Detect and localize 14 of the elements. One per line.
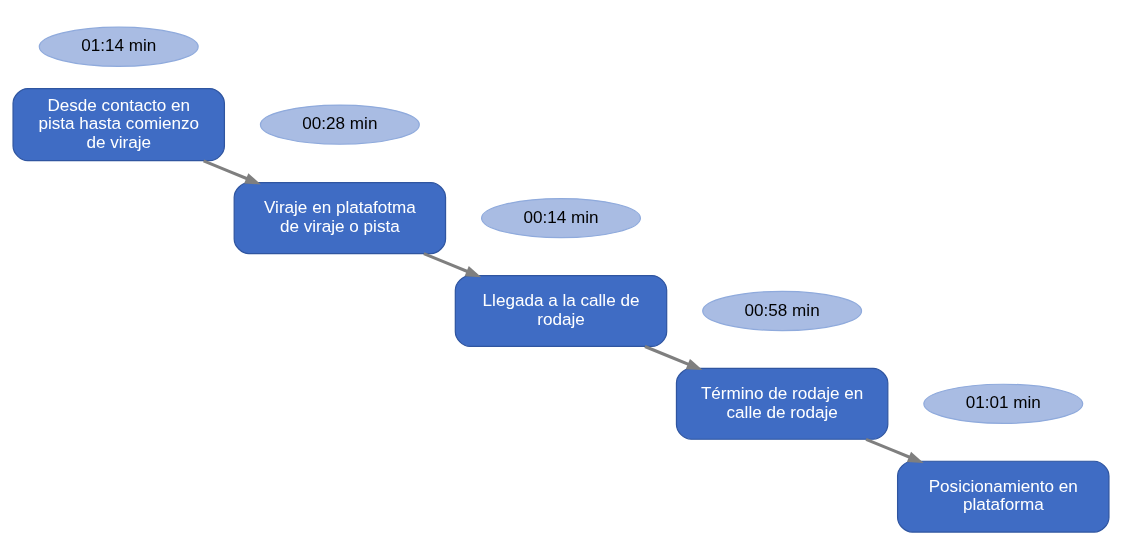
node-ellipse: 00:28 min	[259, 103, 420, 145]
node-ellipse: 00:14 min	[480, 197, 641, 238]
arrow	[203, 158, 261, 184]
node-box: Viraje en platafotma de viraje o pista	[233, 181, 447, 254]
arrow	[644, 344, 703, 370]
node-ellipse: 00:58 min	[702, 290, 863, 331]
node-box: Llegada a la calle de rodaje	[454, 274, 668, 347]
node-box: Desde contacto en pista hasta comienzo de viraje	[12, 87, 225, 161]
node-ellipse: 01:14 min	[38, 26, 199, 67]
arrow	[865, 437, 924, 463]
arrow	[423, 251, 482, 277]
node-box: Posicionamiento en plataforma	[897, 460, 1110, 533]
node-box: Término de rodaje en calle de rodaje	[675, 367, 889, 440]
node-ellipse: 01:01 min	[923, 383, 1084, 424]
